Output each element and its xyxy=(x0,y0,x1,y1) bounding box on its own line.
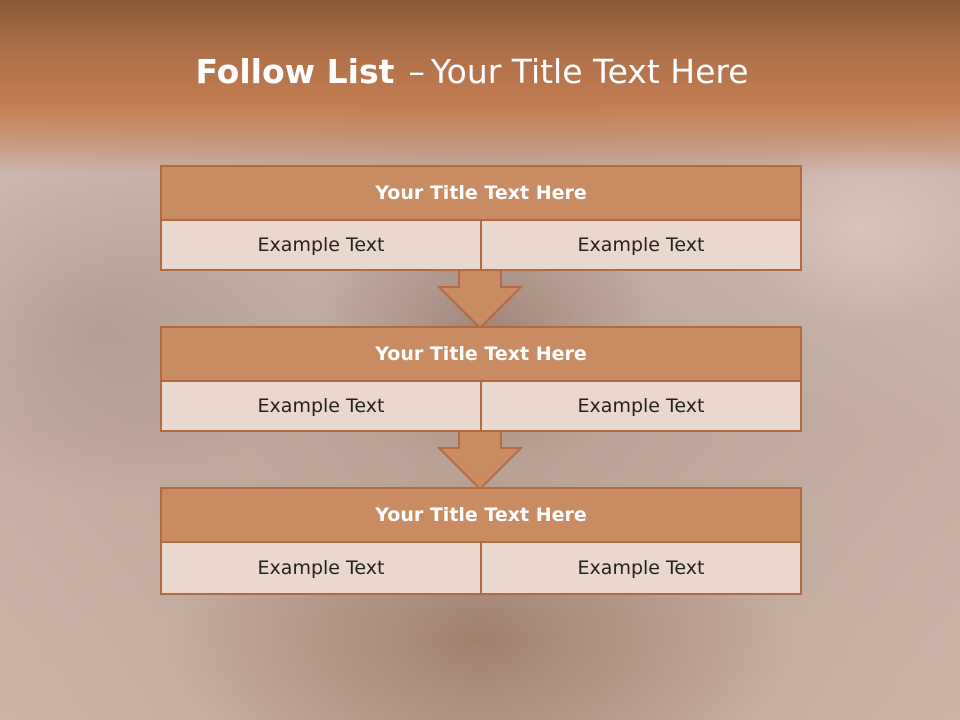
down-arrow-icon xyxy=(437,270,523,330)
title-rest: Your Title Text Here xyxy=(430,52,749,91)
block-title: Your Title Text Here xyxy=(160,487,802,543)
block-row: Example Text Example Text xyxy=(160,382,802,432)
slide-title: Follow List–Your Title Text Here xyxy=(0,52,944,91)
block-cell-left: Example Text xyxy=(160,221,482,271)
block-row: Example Text Example Text xyxy=(160,543,802,595)
list-block-2: Your Title Text Here Example Text Exampl… xyxy=(160,326,802,432)
block-cell-left: Example Text xyxy=(160,543,482,595)
block-cell-right: Example Text xyxy=(482,382,802,432)
block-title: Your Title Text Here xyxy=(160,165,802,221)
block-cell-right: Example Text xyxy=(482,221,802,271)
block-cell-right: Example Text xyxy=(482,543,802,595)
title-dash: – xyxy=(408,52,425,91)
header-band xyxy=(0,0,960,175)
list-block-3: Your Title Text Here Example Text Exampl… xyxy=(160,487,802,595)
block-title: Your Title Text Here xyxy=(160,326,802,382)
block-cell-left: Example Text xyxy=(160,382,482,432)
list-block-1: Your Title Text Here Example Text Exampl… xyxy=(160,165,802,271)
title-bold: Follow List xyxy=(195,52,395,91)
block-row: Example Text Example Text xyxy=(160,221,802,271)
down-arrow-icon xyxy=(437,431,523,491)
